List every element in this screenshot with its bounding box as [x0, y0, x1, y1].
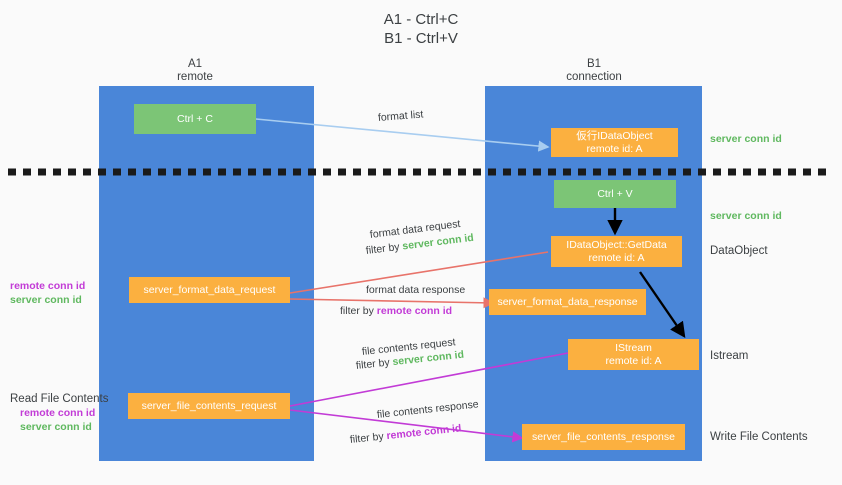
left-label-read-file-contents: Read File Contents [10, 393, 109, 405]
box-idataobject-getdata[interactable]: IDataObject::GetData remote id: A [551, 236, 682, 267]
column-header-a1-name: A1 [187, 58, 203, 70]
column-header-b1-sub: connection [566, 71, 622, 83]
filter-key-remote-conn-id: remote conn id [376, 305, 453, 317]
label-format-data-response-filter: filter by remote conn id [340, 305, 452, 318]
box-server-format-data-response-label: server_format_data_response [497, 295, 638, 308]
box-idataobject-line2: remote id: A [586, 142, 643, 155]
box-server-file-contents-response-label: server_file_contents_response [531, 430, 675, 443]
right-label-server-conn-id-top: server conn id [710, 133, 782, 145]
box-idataobject[interactable]: 仮行IDataObject remote id: A [551, 128, 678, 157]
arrow-format-data-response [289, 297, 495, 309]
filter-prefix: filter by [349, 430, 388, 446]
box-server-file-contents-response[interactable]: server_file_contents_response [522, 424, 685, 450]
left-label-conn-ids-top: remote conn id server conn id [10, 279, 85, 307]
filter-prefix: filter by [340, 305, 377, 317]
box-server-format-data-request[interactable]: server_format_data_request [129, 277, 290, 303]
filter-prefix: filter by [355, 356, 394, 372]
arrow-file-contents-request [279, 352, 569, 414]
page-title: A1 - Ctrl+C B1 - Ctrl+V [383, 11, 459, 47]
arrow-format-list [255, 118, 550, 152]
box-server-format-data-response[interactable]: server_format_data_response [489, 289, 646, 315]
left-label-remote-conn-id-2: remote conn id [20, 407, 96, 419]
right-label-dataobject: DataObject [710, 245, 768, 257]
left-label-server-conn-id-1: server conn id [10, 294, 82, 306]
column-header-b1-name: B1 [586, 58, 602, 70]
box-idataobject-line1: 仮行IDataObject [576, 130, 653, 142]
box-ctrl-v-label: Ctrl + V [597, 187, 633, 200]
box-istream-line2: remote id: A [605, 354, 662, 367]
box-getdata-line1: IDataObject::GetData [566, 239, 667, 251]
box-server-file-contents-request[interactable]: server_file_contents_request [128, 393, 290, 419]
box-ctrl-v[interactable]: Ctrl + V [554, 180, 676, 208]
box-ctrl-c[interactable]: Ctrl + C [134, 104, 256, 134]
left-label-remote-conn-id-1: remote conn id [10, 280, 86, 292]
box-istream-line1: IStream [615, 342, 652, 354]
right-label-write-file-contents: Write File Contents [710, 431, 808, 443]
column-header-a1-sub: remote [177, 71, 213, 83]
arrow-format-data-request [279, 251, 549, 301]
left-label-read-file-contents-group: Read File Contents remote conn id server… [10, 392, 108, 434]
arrow-file-contents-response [289, 409, 524, 443]
box-server-file-contents-request-label: server_file_contents_request [141, 399, 277, 412]
arrow-getdata-to-istream [639, 271, 686, 338]
box-server-format-data-request-label: server_format_data_request [143, 283, 276, 296]
right-label-istream: Istream [710, 350, 749, 362]
left-label-server-conn-id-2: server conn id [20, 421, 92, 433]
box-ctrl-c-label: Ctrl + C [177, 112, 213, 125]
column-header-b1: B1 connection [534, 58, 654, 84]
right-label-server-conn-id-mid: server conn id [710, 210, 782, 222]
column-header-a1: A1 remote [135, 58, 255, 84]
label-format-data-response: format data response [366, 284, 466, 296]
box-getdata-line2: remote id: A [588, 251, 645, 264]
box-istream[interactable]: IStream remote id: A [568, 339, 699, 370]
